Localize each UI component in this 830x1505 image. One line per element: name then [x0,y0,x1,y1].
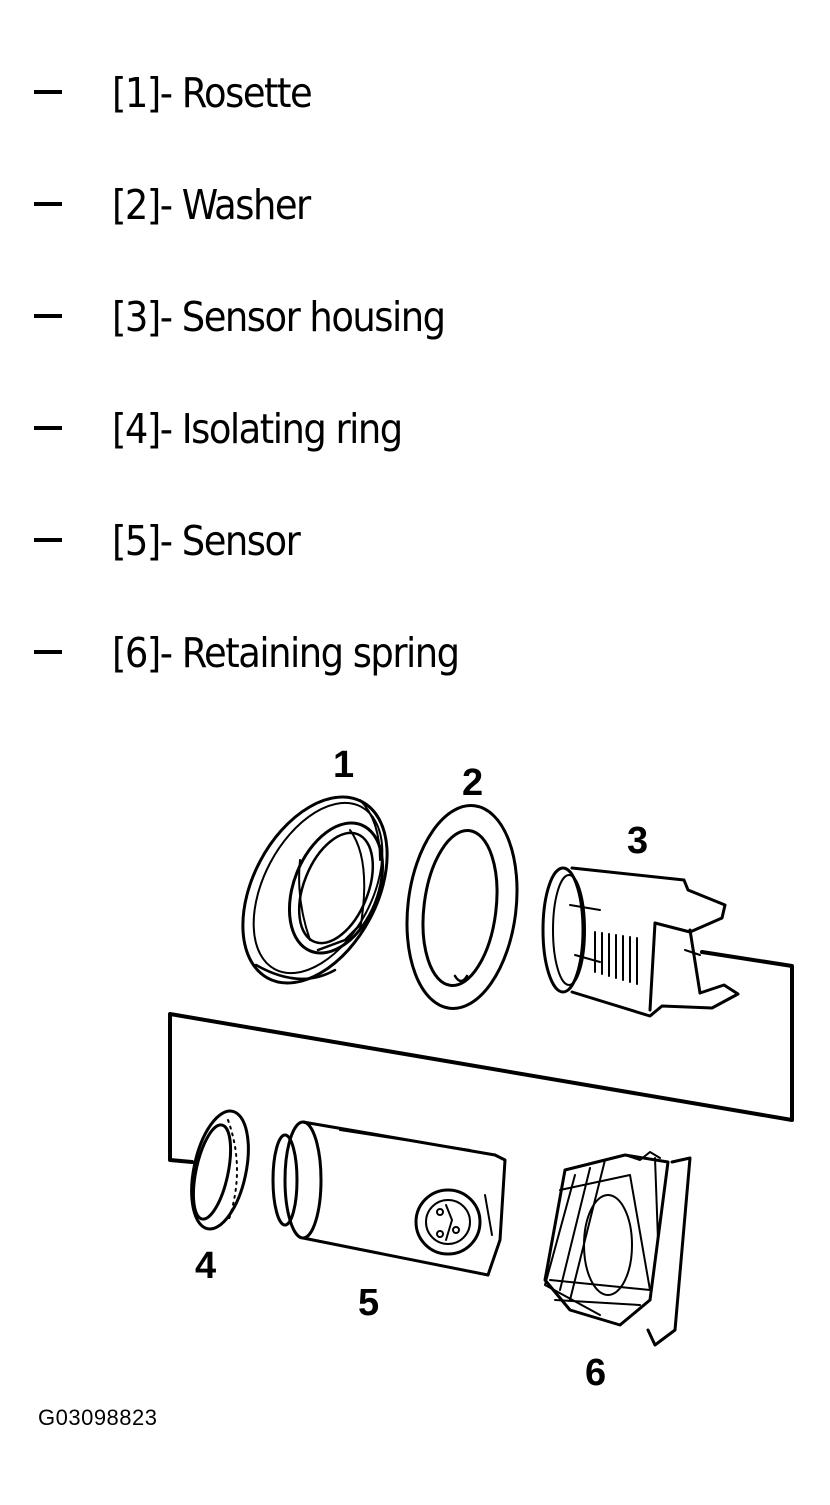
figure-id: G03098823 [38,1405,158,1430]
legend-dash [34,314,62,318]
legend-item-isolating-ring: [4]- Isolating ring [0,406,700,466]
legend-item-washer: [2]- Washer [0,182,700,242]
washer-part [405,804,519,1010]
legend-dash [34,426,62,430]
legend-dash [34,90,62,94]
rosette-part [241,795,389,985]
legend-dash [34,538,62,542]
legend-item-text: [1]- Rosette [112,69,313,117]
sensor-part [271,1120,507,1277]
legend-item-text: [4]- Isolating ring [112,405,403,453]
legend-item-retaining-spring: [6]- Retaining spring [0,630,700,690]
retaining-spring-part [543,1151,692,1347]
legend-item-text: [3]- Sensor housing [112,293,446,341]
legend-item-rosette: [1]- Rosette [0,70,700,130]
legend-item-text: [2]- Washer [112,181,311,229]
sensor-housing-part [541,866,740,1018]
legend-dash [34,202,62,206]
legend-item-sensor-housing: [3]- Sensor housing [0,294,700,354]
callout-2: 2 [462,762,483,804]
callout-1: 1 [333,744,354,786]
callout-4: 4 [195,1245,216,1287]
callout-3: 3 [627,820,648,862]
exploded-parts-diagram: 1 2 3 4 5 6 [168,744,794,1394]
callout-6: 6 [585,1352,606,1394]
callout-5: 5 [358,1282,379,1324]
legend-dash [34,650,62,654]
legend-item-text: [6]- Retaining spring [112,629,460,677]
legend-item-sensor: [5]- Sensor [0,518,700,578]
isolating-ring-part [190,1109,250,1231]
connector-line [168,950,794,1164]
legend-item-text: [5]- Sensor [112,517,301,565]
